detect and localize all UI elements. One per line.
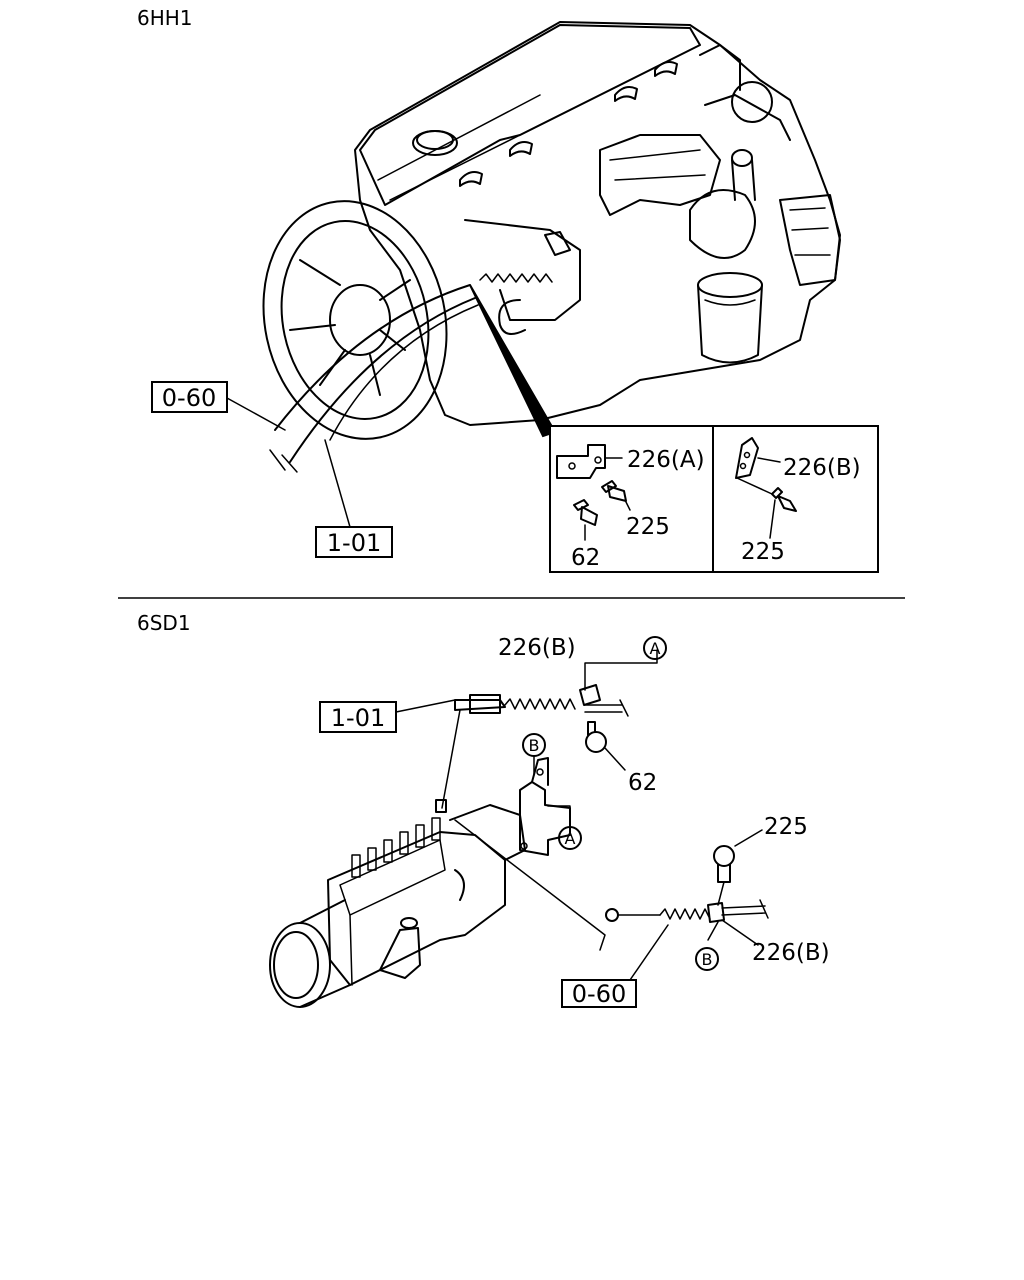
callout-box-0-60-bottom bbox=[561, 979, 637, 1008]
callout-226b-bottom-low: 226(B) bbox=[752, 940, 830, 966]
callout-a-mid: A bbox=[565, 829, 576, 848]
injection-pump-drawing bbox=[269, 757, 571, 1008]
callout-226a: 226(A) bbox=[627, 447, 705, 473]
callout-0-60-bottom: 0-60 bbox=[572, 980, 626, 1008]
ref-circle-b-low bbox=[695, 947, 719, 971]
callout-225-bottom: 225 bbox=[764, 814, 808, 840]
callout-b-left: B bbox=[529, 736, 540, 755]
bolt-62 bbox=[573, 499, 598, 526]
callout-box-1-01-bottom bbox=[319, 701, 397, 733]
cable-0-60-drawing bbox=[454, 819, 769, 981]
callout-225-top-left: 225 bbox=[626, 514, 670, 540]
callout-0-60-top: 0-60 bbox=[162, 384, 216, 412]
callout-box-1-01-top bbox=[315, 526, 393, 558]
bolt-225-right bbox=[771, 487, 797, 512]
callout-a-top: A bbox=[650, 639, 661, 658]
callout-226b-bottom-top: 226(B) bbox=[498, 635, 576, 661]
callout-1-01-bottom: 1-01 bbox=[331, 704, 385, 732]
callout-b-low: B bbox=[702, 950, 713, 969]
ref-circle-a-top bbox=[643, 636, 667, 660]
callout-box-0-60-top bbox=[151, 381, 228, 413]
callout-1-01-top: 1-01 bbox=[327, 529, 381, 557]
section-title-6hh1: 6HH1 bbox=[137, 6, 193, 30]
engine-6hh1-drawing bbox=[262, 21, 841, 473]
callout-62-bottom: 62 bbox=[628, 770, 657, 796]
bracket-226a bbox=[556, 444, 606, 479]
detail-inset bbox=[549, 425, 879, 573]
callout-226b-top: 226(B) bbox=[783, 455, 861, 481]
callout-62-top: 62 bbox=[571, 545, 600, 571]
bracket-226b bbox=[735, 437, 759, 479]
callout-225-top-right: 225 bbox=[741, 539, 785, 565]
section-title-6sd1: 6SD1 bbox=[137, 611, 191, 635]
cable-1-01-drawing bbox=[435, 649, 658, 813]
